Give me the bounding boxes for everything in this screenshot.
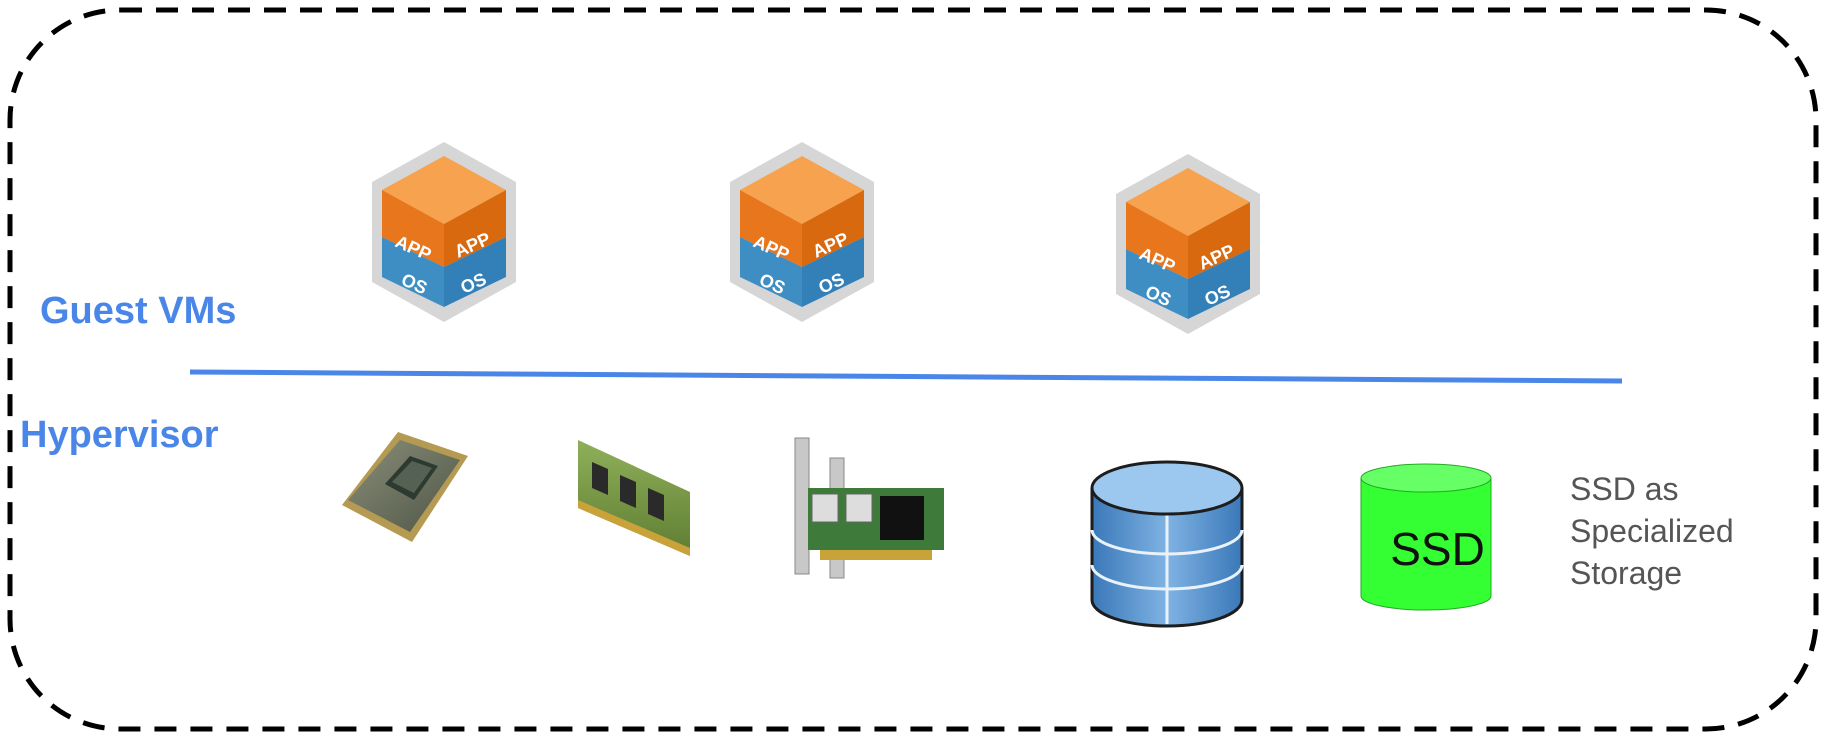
storage-disk-icon [1090,460,1244,628]
ssd-note-line-1: SSD as [1570,471,1679,507]
hypervisor-label: Hypervisor [20,414,219,456]
vm-icon-3: APP APP OS OS [1116,154,1260,334]
ssd-note-line-3: Storage [1570,555,1683,591]
layer-separator [189,369,1623,384]
guest-vms-label: Guest VMs [40,290,237,332]
network-card-icon [794,437,944,579]
system-boundary [7,7,1819,732]
ssd-note: SSD as Specialized Storage [1570,468,1810,594]
vm-icon-2: APP APP OS OS [730,142,874,322]
ssd-label: SSD [1390,523,1485,575]
cpu-icon [342,432,468,542]
vm-icon-1: APP APP OS OS [372,142,516,322]
ram-icon [578,440,690,556]
ssd-cylinder-icon [1360,463,1492,611]
ssd-note-line-2: Specialized [1570,513,1734,549]
